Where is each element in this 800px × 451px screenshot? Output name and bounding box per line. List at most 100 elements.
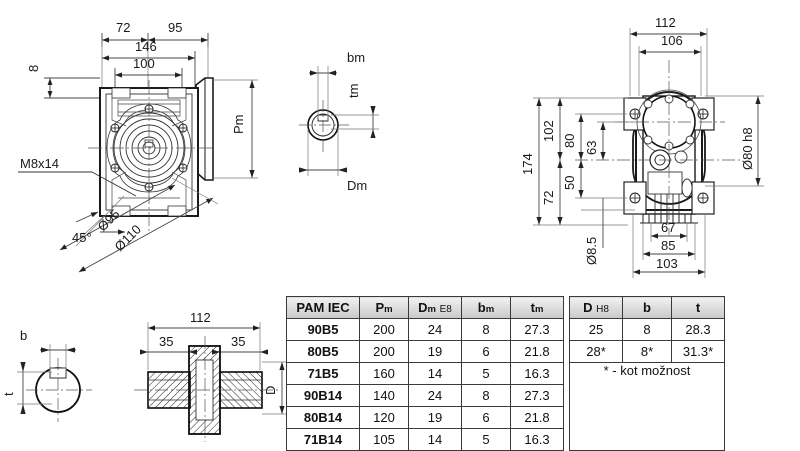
- leader-M8x14: [18, 171, 137, 197]
- col-header-d: D H8: [569, 296, 623, 319]
- dim-103: [633, 269, 705, 275]
- dim-label-106: 106: [661, 33, 683, 48]
- cell-b: 8: [622, 318, 672, 341]
- dim-label-72-side: 72: [541, 191, 556, 205]
- dim-102: [557, 98, 563, 160]
- dim-label-45deg: 45°: [72, 230, 92, 245]
- table-gap: [563, 340, 570, 363]
- dim-Dm: [299, 130, 347, 176]
- dim-label-bm: bm: [347, 50, 365, 65]
- cell-dm: 14: [408, 362, 462, 385]
- table-header-row: PAM IEC Pm Dm E8 bm tm D H8 b t: [286, 296, 725, 319]
- cell-bm: 8: [461, 318, 511, 341]
- dim-label-146: 146: [135, 39, 157, 54]
- cell-bm: 6: [461, 406, 511, 429]
- col-header-tm: tm: [510, 296, 564, 319]
- dim-label-dia8-5: Ø8.5: [584, 237, 599, 265]
- dim-label-100: 100: [133, 56, 155, 71]
- cell-bm: 8: [461, 384, 511, 407]
- table-gap: [563, 296, 570, 319]
- cell-tm: 27.3: [510, 318, 564, 341]
- cell-tm: 27.3: [510, 384, 564, 407]
- dim-label-35-right: 35: [231, 334, 245, 349]
- col-header-pm: Pm: [359, 296, 409, 319]
- table-row: 80B14 120 19 6 21.8: [286, 406, 725, 429]
- cell-dm: 14: [408, 428, 462, 451]
- motor-shaft-section-view: bm tm Dm: [299, 50, 379, 193]
- cell-pm: 120: [359, 406, 409, 429]
- dim-b: [40, 344, 76, 372]
- dim-label-80: 80: [562, 134, 577, 148]
- dim-63: [600, 122, 606, 160]
- cell-dm: 24: [408, 318, 462, 341]
- dim-D: [262, 361, 288, 415]
- front-view: 72 95 146 100 8 Pm M8x14 45° Ø95 Ø110: [18, 20, 258, 273]
- col-header-pam-iec: PAM IEC: [286, 296, 360, 319]
- cell-tm: 21.8: [510, 340, 564, 363]
- table-row: 90B5 200 24 8 27.3 25 8 28.3: [286, 318, 725, 341]
- dim-72-95: [101, 33, 209, 47]
- cell-pam: 90B14: [286, 384, 360, 407]
- specification-table: PAM IEC Pm Dm E8 bm tm D H8 b t 90B5 200…: [286, 296, 725, 451]
- dim-label-b: b: [20, 328, 27, 343]
- dim-t: [17, 362, 52, 414]
- dim-Pm: [213, 79, 258, 179]
- dim-72-side: [557, 160, 563, 225]
- cell-dm: 24: [408, 384, 462, 407]
- dim-label-95: 95: [168, 20, 182, 35]
- table-row: 80B5 200 19 6 21.8 28* 8* 31.3*: [286, 340, 725, 363]
- cell-pm: 160: [359, 362, 409, 385]
- cell-bm: 5: [461, 362, 511, 385]
- dim-label-D: D: [263, 386, 278, 395]
- dim-dia8-5: [581, 198, 635, 248]
- dim-85: [643, 251, 695, 257]
- dim-label-103: 103: [656, 256, 678, 271]
- dim-bm: [309, 66, 337, 118]
- dim-label-M8x14: M8x14: [20, 156, 59, 171]
- col-header-bm: bm: [461, 296, 511, 319]
- dim-label-Dm: Dm: [347, 178, 367, 193]
- cell-pam: 71B14: [286, 428, 360, 451]
- cell-tm: 16.3: [510, 362, 564, 385]
- dim-45deg: [75, 211, 125, 241]
- cell-bm: 6: [461, 340, 511, 363]
- cell-pam: 80B5: [286, 340, 360, 363]
- dim-label-72: 72: [116, 20, 130, 35]
- dim-112: [629, 28, 708, 96]
- dim-label-35-left: 35: [159, 334, 173, 349]
- cell-d: 28*: [569, 340, 623, 363]
- dim-tm: [331, 106, 379, 138]
- table-note: * - kot možnost: [569, 362, 725, 451]
- dim-label-dia80h8: Ø80 h8: [740, 127, 755, 170]
- cell-d: 25: [569, 318, 623, 341]
- table-gap: [563, 406, 570, 429]
- cell-dm: 19: [408, 340, 462, 363]
- col-header-dm: Dm E8: [408, 296, 462, 319]
- dim-8: [44, 77, 100, 99]
- dim-174: [536, 98, 542, 225]
- cell-pm: 200: [359, 318, 409, 341]
- dim-label-Pm: Pm: [231, 115, 246, 135]
- dim-label-112-shaft: 112: [190, 310, 211, 325]
- dim-50: [578, 160, 584, 198]
- dim-label-67: 67: [661, 220, 675, 235]
- table-row: 71B14 105 14 5 16.3: [286, 428, 725, 451]
- dim-112-shaft: [147, 322, 261, 370]
- dim-80: [578, 114, 584, 160]
- dim-label-8: 8: [26, 65, 41, 72]
- cell-pm: 140: [359, 384, 409, 407]
- table-row: 90B14 140 24 8 27.3: [286, 384, 725, 407]
- cell-pam: 71B5: [286, 362, 360, 385]
- output-shaft-section-view: b t: [1, 328, 92, 422]
- dim-dia80h8: [705, 95, 764, 187]
- cell-pm: 200: [359, 340, 409, 363]
- motor-flange-outline: [195, 77, 214, 181]
- dim-146: [102, 51, 196, 90]
- dim-label-tm: tm: [346, 84, 361, 98]
- col-header-b: b: [622, 296, 672, 319]
- table-gap: [563, 318, 570, 341]
- dim-dia95-dia110: [59, 177, 219, 273]
- cell-tm: 16.3: [510, 428, 564, 451]
- table-gap: [563, 362, 570, 385]
